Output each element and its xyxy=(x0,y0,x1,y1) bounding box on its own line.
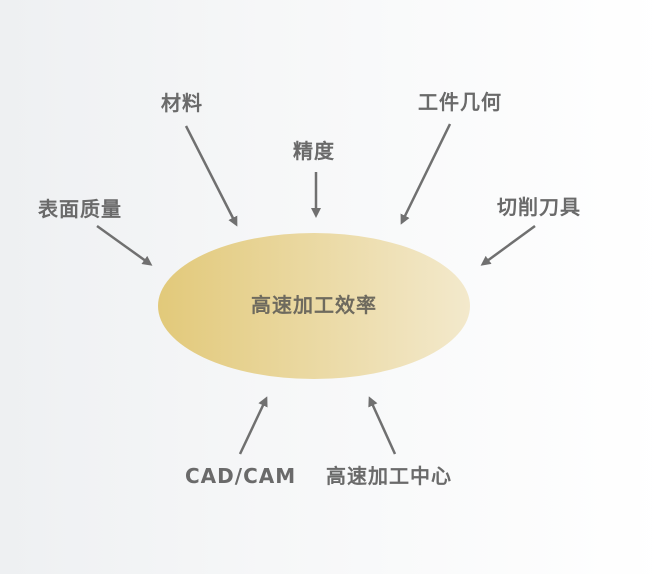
factor-surface-quality: 表面质量 xyxy=(38,197,122,221)
arrow-cad-cam xyxy=(238,396,268,455)
factor-workpiece-geometry: 工件几何 xyxy=(418,90,502,114)
center-ellipse xyxy=(158,233,470,379)
center-label: 高速加工效率 xyxy=(251,293,377,317)
arrow-surface-quality xyxy=(96,224,153,266)
factor-cutting-tool: 切削刀具 xyxy=(497,195,581,219)
factor-machining-center: 高速加工中心 xyxy=(326,464,452,488)
arrow-workpiece-geometry xyxy=(400,123,452,225)
factor-cad-cam: CAD/CAM xyxy=(185,464,297,488)
factor-precision: 精度 xyxy=(293,139,335,163)
arrow-machining-center xyxy=(368,396,397,455)
arrow-cutting-tool xyxy=(480,224,536,266)
arrow-material xyxy=(184,125,238,227)
factor-material: 材料 xyxy=(161,91,203,115)
